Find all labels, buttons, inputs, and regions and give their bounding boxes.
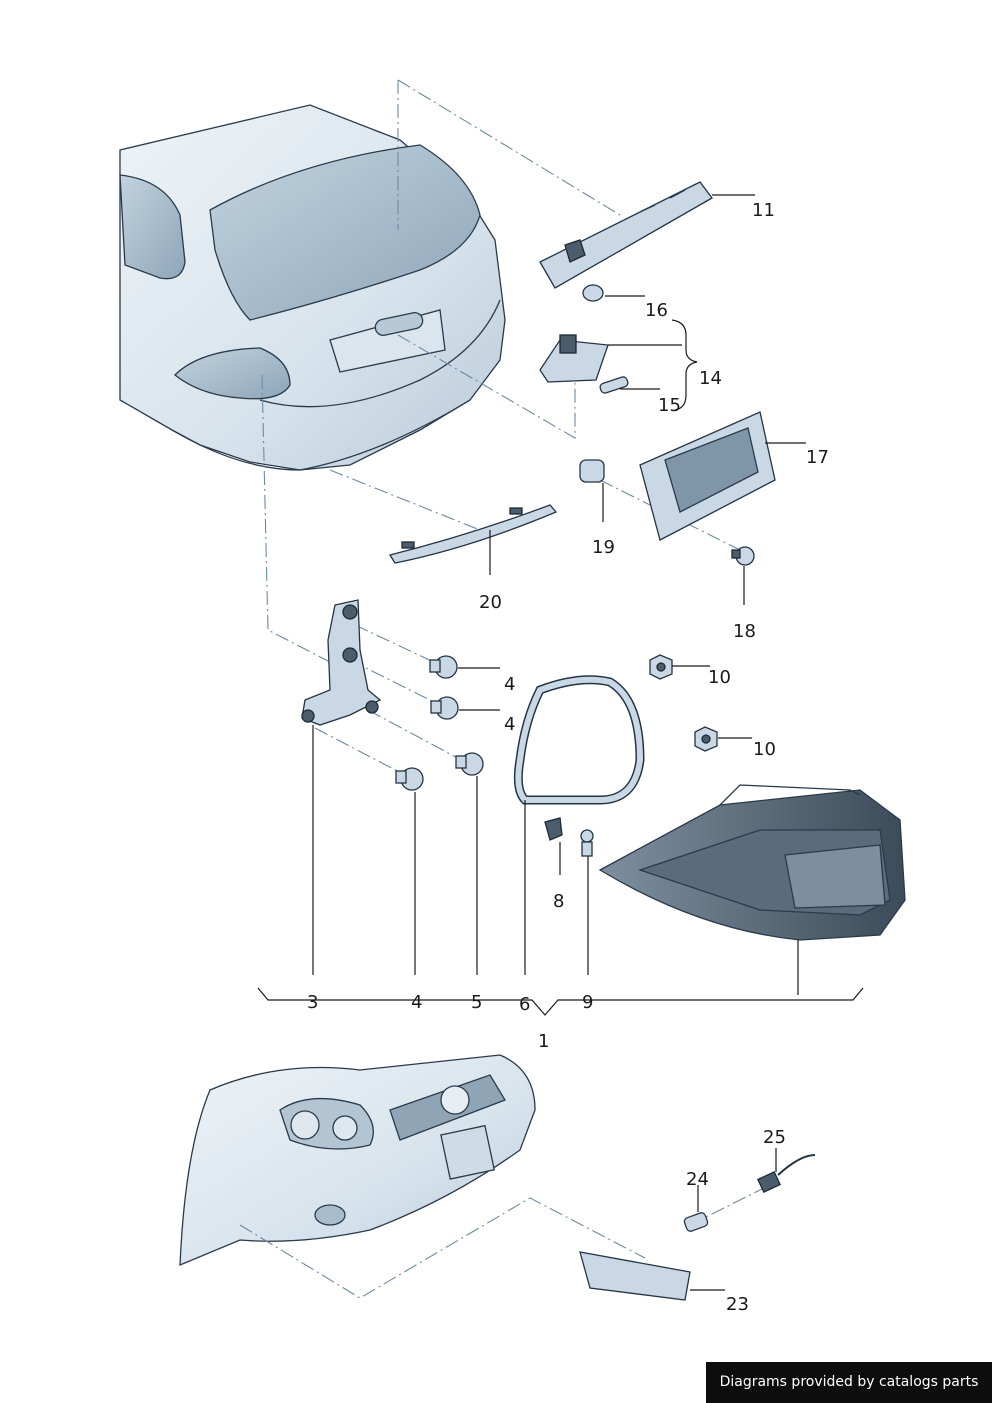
part-10-nut-upper [649, 654, 673, 680]
callout-4-upper: 4 [504, 674, 515, 695]
callout-8: 8 [553, 891, 564, 912]
part-23-side-marker [579, 1251, 691, 1301]
rear-guide-lines [261, 79, 741, 776]
part-19-expansion-nut [579, 459, 605, 483]
part-1-tail-light [598, 784, 906, 941]
part-20-trim-strip [388, 504, 558, 564]
part-24-bulb [683, 1212, 709, 1232]
front-guide-lines [239, 1184, 771, 1299]
part-3-bulb-carrier [301, 599, 382, 726]
part-14-lamp-housing [539, 334, 609, 383]
part-8-clip [544, 817, 563, 841]
callout-9: 9 [582, 992, 593, 1013]
callout-17: 17 [806, 447, 829, 468]
callout-24: 24 [686, 1169, 709, 1190]
callout-23: 23 [726, 1294, 749, 1315]
callout-4-lower: 4 [411, 992, 422, 1013]
callout-15: 15 [658, 395, 681, 416]
callout-10-upper: 10 [708, 667, 731, 688]
bulb-4-lower [395, 767, 424, 791]
part-16-nut [582, 284, 604, 302]
callout-5: 5 [471, 992, 482, 1013]
callout-10-lower: 10 [753, 739, 776, 760]
bulb-4-middle [430, 696, 459, 720]
part-18-screw [731, 546, 755, 566]
callout-19: 19 [592, 537, 615, 558]
callout-11: 11 [752, 200, 775, 221]
callout-4-middle: 4 [504, 714, 515, 735]
callout-14: 14 [699, 368, 722, 389]
part-9-ball-stud [580, 829, 594, 857]
callout-18: 18 [733, 621, 756, 642]
callout-6: 6 [519, 994, 530, 1015]
callout-labels: 11 16 14 15 17 19 20 18 4 4 10 10 8 3 4 … [307, 200, 829, 1315]
callout-16: 16 [645, 300, 668, 321]
callout-3: 3 [307, 992, 318, 1013]
bulb-5 [455, 752, 484, 776]
part-6-gasket [513, 675, 645, 805]
part-17-plate-holder [639, 411, 776, 541]
credit-banner: Diagrams provided by catalogs parts [706, 1362, 992, 1403]
front-car-illustration [179, 1054, 536, 1266]
bulb-4-upper [429, 655, 458, 679]
part-15-bulb [599, 376, 629, 394]
part-25-socket [757, 1154, 816, 1194]
part-11-high-mount-light [539, 181, 713, 289]
rear-car-illustration [119, 104, 506, 471]
callout-1: 1 [538, 1031, 549, 1052]
leader-lines [257, 194, 864, 1291]
callout-25: 25 [763, 1127, 786, 1148]
callout-20: 20 [479, 592, 502, 613]
part-10-nut-lower [694, 726, 718, 752]
